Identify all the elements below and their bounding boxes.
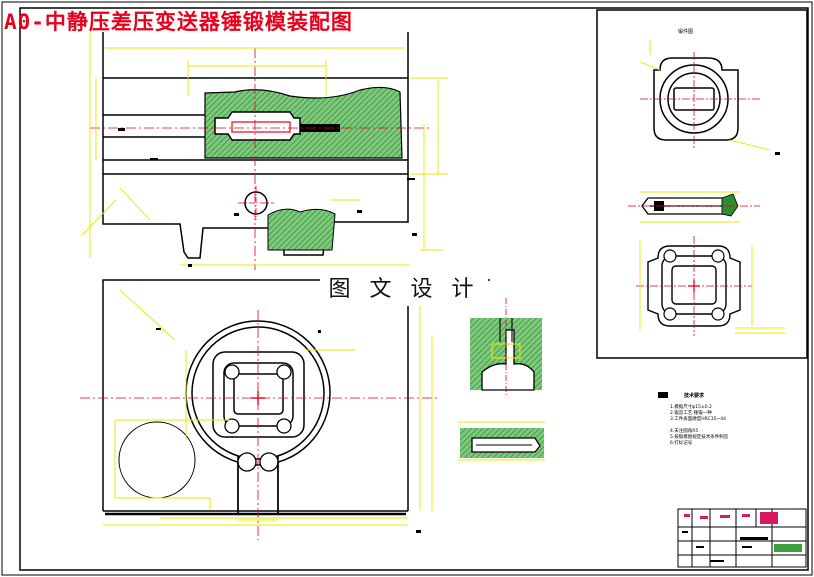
upper-dim-ticks xyxy=(118,128,417,267)
tech-requirements-heading: 技术要求 xyxy=(684,393,705,399)
lower-die-holes xyxy=(224,364,292,472)
tech-item: 1.模锻尺寸φ15±0.2 xyxy=(670,405,712,410)
tech-item: 6.打标记号 xyxy=(670,441,693,446)
drawing-title: A0-中静压差压变送器锤锻模装配图 xyxy=(4,10,353,34)
tech-item: 3.工件表面硬度HRC35~44 xyxy=(670,417,726,422)
tech-requirements: 技术要求 1.模锻尺寸φ15±0.2 2.锻造工艺:锤锻一种 3.工件表面硬度H… xyxy=(670,392,800,447)
tech-item: 2.锻造工艺:锤锻一种 xyxy=(670,411,712,416)
watermark-text: 图 文 设 计 xyxy=(320,268,488,306)
die-cavity xyxy=(214,111,301,141)
lower-die-secondary-circle xyxy=(114,419,230,510)
tech-item: 5.按锻模图规定技术条件制造 xyxy=(670,435,729,440)
upper-dimensions xyxy=(81,32,448,266)
tech-requirements-list: 1.模锻尺寸φ15±0.2 2.锻造工艺:锤锻一种 3.工件表面硬度HRC35~… xyxy=(670,405,800,447)
lower-dimensions xyxy=(103,289,433,526)
lower-die-keyhole xyxy=(237,462,279,514)
part-view-title: 锻件图 xyxy=(678,29,694,35)
lock-hatch xyxy=(267,208,336,251)
inner-frame xyxy=(19,7,809,571)
part-view-frame xyxy=(596,9,808,359)
cavity-red-part xyxy=(231,121,291,133)
detail-a-cut xyxy=(481,329,535,391)
tech-item: 4.未注圆角R5 xyxy=(670,429,699,434)
part-section-hatch xyxy=(721,193,739,217)
